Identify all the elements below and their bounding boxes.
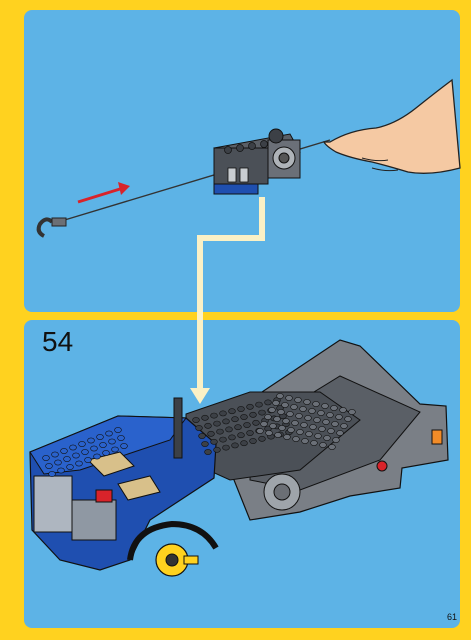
page-number: 61 — [446, 612, 457, 622]
step-number: 54 — [42, 326, 74, 357]
top-callout-panel — [24, 10, 460, 312]
bottom-step-panel — [24, 320, 460, 628]
